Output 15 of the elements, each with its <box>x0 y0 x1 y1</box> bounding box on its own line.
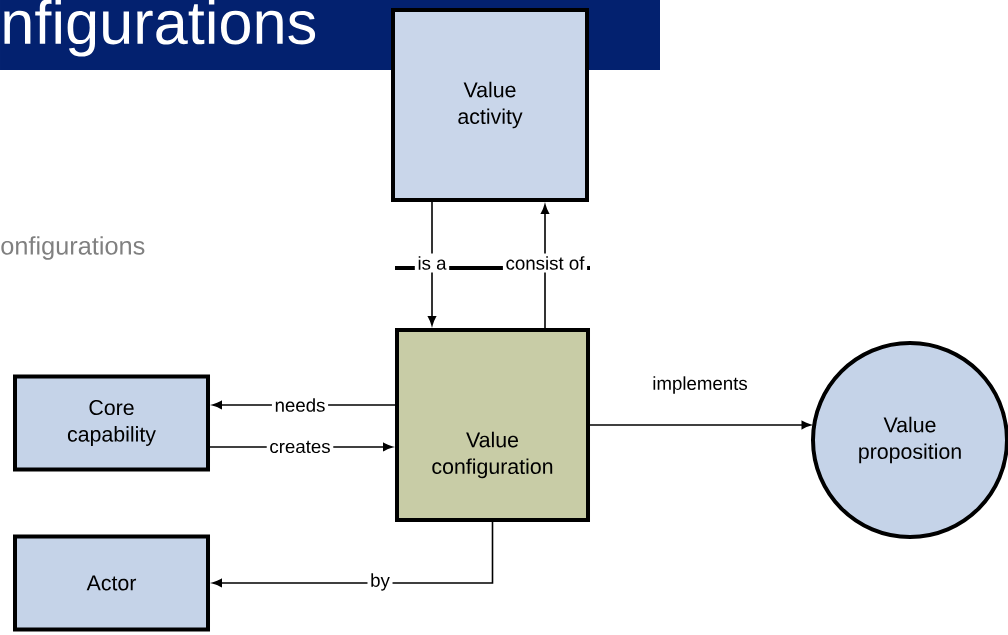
edge-label: creates <box>266 438 334 456</box>
edge-label: consist of <box>502 253 588 273</box>
process-box: Core capability <box>13 374 210 472</box>
edge-label: needs <box>271 395 329 415</box>
subtitle: onfigurations <box>1 236 145 260</box>
arrow <box>540 204 550 329</box>
edge-label: implements <box>653 376 748 394</box>
process-box: Actor <box>13 534 210 632</box>
arrow <box>427 201 437 326</box>
process-box: Value activity <box>391 8 589 202</box>
arrow <box>212 521 494 588</box>
arrow <box>589 420 812 430</box>
edge-label: by <box>367 570 393 594</box>
edge-label: is a <box>414 253 450 273</box>
slide-title: nfigurations <box>4 0 316 57</box>
